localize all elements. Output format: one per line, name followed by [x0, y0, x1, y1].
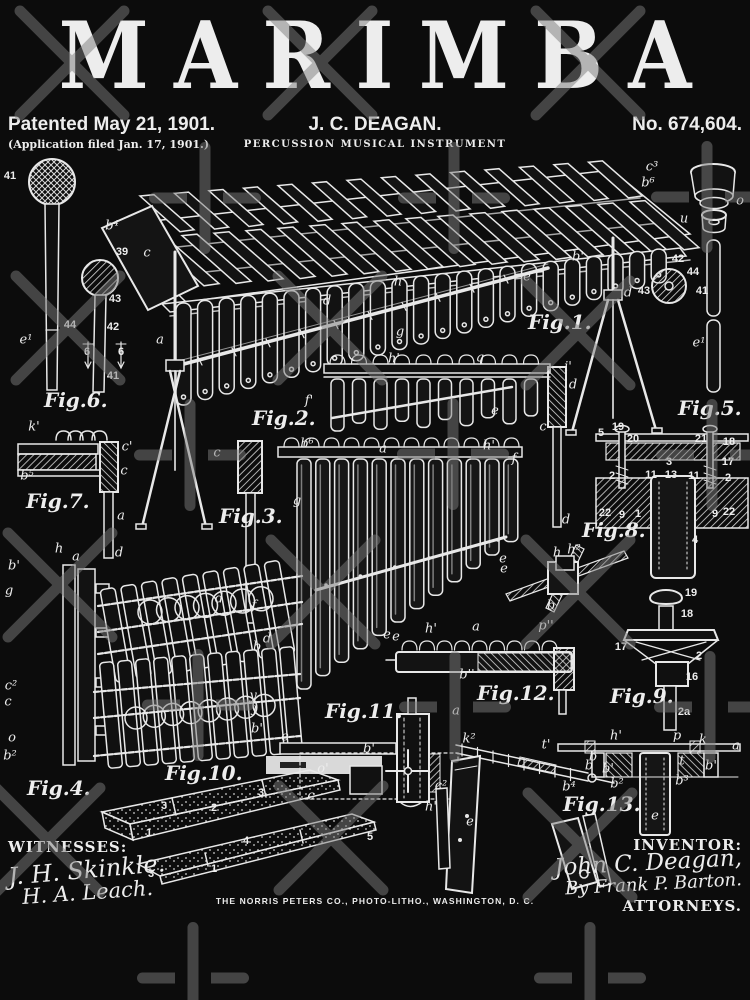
loose-bar-pieces — [435, 754, 612, 895]
fig7-cross-section — [17, 430, 119, 559]
fig9-clamp-detail — [622, 589, 720, 731]
witnesses-label: WITNESSES: — [8, 838, 128, 856]
fig10-wooden-bars — [99, 769, 377, 885]
fig12-bar-detail — [385, 640, 575, 715]
fig11-mounting-detail — [266, 697, 459, 808]
page-title: MARIMBA — [58, 1, 717, 111]
fig6-mallets — [28, 158, 127, 393]
attorneys-label: ATTORNEYS. — [622, 897, 742, 915]
inventor-label: INVENTOR: — [633, 836, 742, 854]
inventor-name-header: J. C. DEAGAN. — [308, 114, 442, 135]
fig5-mallet-parts — [651, 163, 736, 393]
printer-line: THE NORRIS PETERS CO., PHOTO-LITHO., WAS… — [215, 896, 535, 906]
fig11-ladder-rod — [455, 743, 615, 784]
fig4-plan-view — [62, 560, 304, 769]
patent-number: No. 674,604. — [632, 114, 742, 135]
fig2-top-view — [323, 354, 567, 528]
fig3-resonator-row — [237, 437, 523, 690]
fig1-marimba-perspective — [100, 160, 701, 530]
fig8-section-detail — [595, 424, 749, 579]
inventor-block: INVENTOR: John C. Deagan, By Frank P. Ba… — [480, 836, 743, 915]
witnesses-block: WITNESSES: J. H. Skinkle. H. A. Leach. — [7, 838, 166, 909]
application-date: (Application filed Jan. 17, 1901.) — [8, 138, 210, 151]
invention-subtitle: PERCUSSION MUSICAL INSTRUMENT — [243, 139, 507, 150]
fig12-wing-clamp — [505, 544, 629, 613]
patented-date: Patented May 21, 1901. — [8, 114, 215, 135]
fig13-section-detail — [557, 740, 741, 836]
